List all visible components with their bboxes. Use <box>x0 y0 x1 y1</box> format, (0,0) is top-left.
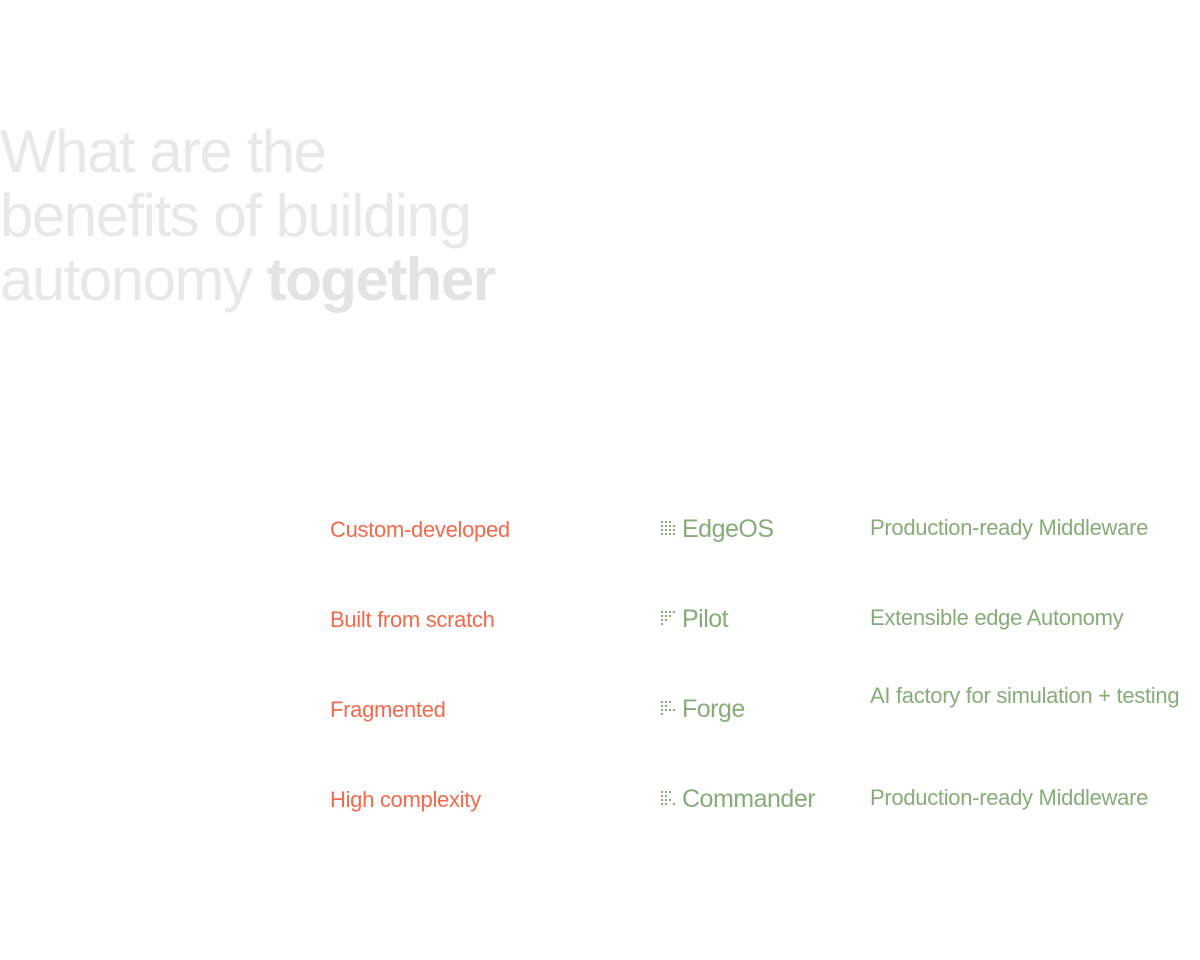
edgeos-logo-icon <box>661 521 675 535</box>
headline-line-1: What are the <box>0 118 327 185</box>
problem-label: Fragmented <box>330 697 446 722</box>
page-headline: What are the benefits of building autono… <box>0 120 620 312</box>
product-name: Commander <box>682 785 816 813</box>
headline-line-3: autonomy together <box>0 248 620 312</box>
product-commander: Commander <box>660 784 816 814</box>
problem-label: Custom-developed <box>330 517 510 542</box>
commander-logo-icon <box>661 791 675 805</box>
headline-line-2: benefits of building <box>0 182 472 249</box>
comparison-table: Custom-developed EdgeOS Production-ready… <box>330 500 1200 860</box>
product-name: Forge <box>682 695 745 723</box>
comparison-row-pilot: Built from scratch Pilot Extensible edge… <box>330 590 1200 680</box>
product-forge: Forge <box>660 694 745 724</box>
problem-label: Built from scratch <box>330 607 495 632</box>
product-pilot: Pilot <box>660 604 729 634</box>
problem-label: High complexity <box>330 787 481 812</box>
headline-emphasis: together <box>266 246 497 313</box>
forge-logo-icon <box>661 701 675 715</box>
comparison-row-edgeos: Custom-developed EdgeOS Production-ready… <box>330 500 1200 590</box>
benefit-label: Production-ready Middleware <box>870 785 1149 810</box>
product-name: Pilot <box>682 605 729 633</box>
comparison-row-commander: High complexity Commander Production-rea… <box>330 770 1200 860</box>
product-edgeos: EdgeOS <box>660 514 774 544</box>
comparison-row-forge: Fragmented Forge AI factory for simulati… <box>330 680 1200 770</box>
product-name: EdgeOS <box>682 515 774 543</box>
benefit-label: Production-ready Middleware <box>870 515 1149 540</box>
pilot-logo-icon <box>661 611 675 625</box>
benefit-label: Extensible edge Autonomy <box>870 605 1124 630</box>
benefit-label: AI factory for simulation + testing <box>870 683 1180 708</box>
headline-line-3-regular: autonomy <box>0 246 267 313</box>
